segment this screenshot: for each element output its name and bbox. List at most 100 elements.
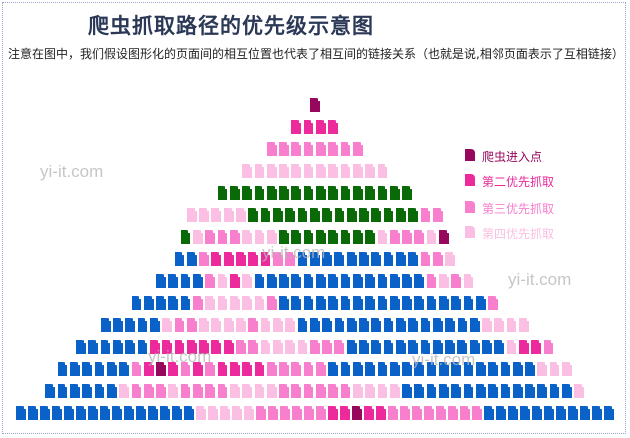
other-page	[484, 406, 494, 420]
fourth-priority-page	[519, 318, 530, 332]
other-page	[28, 406, 38, 420]
fourth-priority-page	[297, 340, 309, 354]
other-page-green	[303, 230, 315, 244]
other-page	[156, 274, 167, 288]
fourth-priority-page	[352, 164, 364, 178]
other-page-green	[365, 186, 376, 200]
fourth-priority-page	[260, 318, 272, 332]
third-priority-page	[316, 406, 326, 420]
other-page	[439, 362, 450, 376]
fourth-priority-page	[217, 274, 229, 288]
other-page	[131, 296, 143, 310]
fourth-priority-page	[285, 340, 296, 354]
third-priority-page	[266, 142, 278, 156]
watermark: yi-it.com	[148, 347, 212, 366]
other-page	[291, 296, 302, 310]
other-page-green	[328, 186, 339, 200]
third-priority-page	[432, 208, 444, 222]
other-page-green	[402, 186, 413, 200]
other-page	[396, 318, 407, 332]
other-page	[172, 406, 182, 420]
other-page	[395, 252, 407, 266]
other-page	[328, 274, 339, 288]
third-priority-page	[217, 384, 229, 398]
page-icon	[465, 149, 475, 161]
fourth-priority-page	[242, 274, 253, 288]
other-page	[52, 406, 62, 420]
third-priority-page	[285, 252, 296, 266]
third-priority-page	[193, 384, 204, 398]
other-page	[149, 318, 161, 332]
fourth-priority-page	[266, 164, 278, 178]
third-priority-page	[205, 274, 216, 288]
other-page-green	[272, 208, 284, 222]
other-page-green	[297, 208, 309, 222]
second-priority-page	[303, 120, 315, 134]
third-priority-page	[193, 296, 204, 310]
third-priority-page	[340, 384, 352, 398]
other-page	[291, 274, 302, 288]
other-page	[432, 318, 444, 332]
other-page	[352, 296, 364, 310]
other-page	[340, 362, 352, 376]
other-page	[322, 252, 333, 266]
other-page	[100, 406, 110, 420]
other-page	[168, 296, 179, 310]
second-priority-page	[376, 406, 386, 420]
second-priority-page	[229, 362, 241, 376]
second-priority-page	[149, 340, 161, 354]
third-priority-page	[303, 384, 315, 398]
third-priority-page	[451, 274, 462, 288]
other-page-green	[340, 186, 352, 200]
fourth-priority-page	[260, 340, 272, 354]
third-priority-page	[217, 230, 229, 244]
other-page	[408, 318, 419, 332]
fourth-priority-page	[211, 208, 222, 222]
other-page	[125, 318, 136, 332]
other-page	[359, 340, 370, 354]
other-page	[70, 362, 81, 376]
other-page	[94, 384, 106, 398]
fourth-priority-page	[162, 318, 173, 332]
other-page-green	[291, 186, 302, 200]
other-page-green	[316, 230, 327, 244]
other-page	[309, 318, 321, 332]
legend-label: 第四优先抓取	[482, 227, 555, 241]
other-page	[334, 252, 345, 266]
third-priority-page	[199, 252, 210, 266]
other-page	[100, 340, 112, 354]
other-page	[174, 252, 186, 266]
fourth-priority-page	[562, 362, 573, 376]
fourth-priority-page	[377, 230, 389, 244]
third-priority-page	[488, 296, 499, 310]
third-priority-page	[205, 384, 216, 398]
third-priority-page	[334, 340, 345, 354]
fourth-priority-page	[537, 362, 548, 376]
third-priority-page	[414, 230, 425, 244]
other-page	[322, 318, 333, 332]
third-priority-page	[279, 362, 290, 376]
entry-page	[156, 362, 167, 376]
other-page-green	[322, 208, 333, 222]
other-page	[106, 384, 118, 398]
other-page	[279, 274, 290, 288]
fourth-priority-page	[229, 296, 241, 310]
fourth-priority-page	[266, 230, 278, 244]
other-page	[414, 362, 425, 376]
other-page	[414, 274, 425, 288]
other-page	[520, 406, 530, 420]
other-page	[113, 318, 124, 332]
third-priority-page	[205, 362, 216, 376]
other-page-green	[254, 186, 266, 200]
other-page	[186, 252, 198, 266]
other-page	[426, 384, 438, 398]
third-priority-page	[432, 252, 444, 266]
other-page	[352, 274, 364, 288]
third-priority-page	[322, 340, 333, 354]
other-page	[137, 318, 149, 332]
other-page	[457, 318, 469, 332]
other-page	[445, 340, 456, 354]
other-page	[377, 362, 389, 376]
legend-label: 第三优先抓取	[482, 202, 555, 216]
other-page	[451, 362, 462, 376]
